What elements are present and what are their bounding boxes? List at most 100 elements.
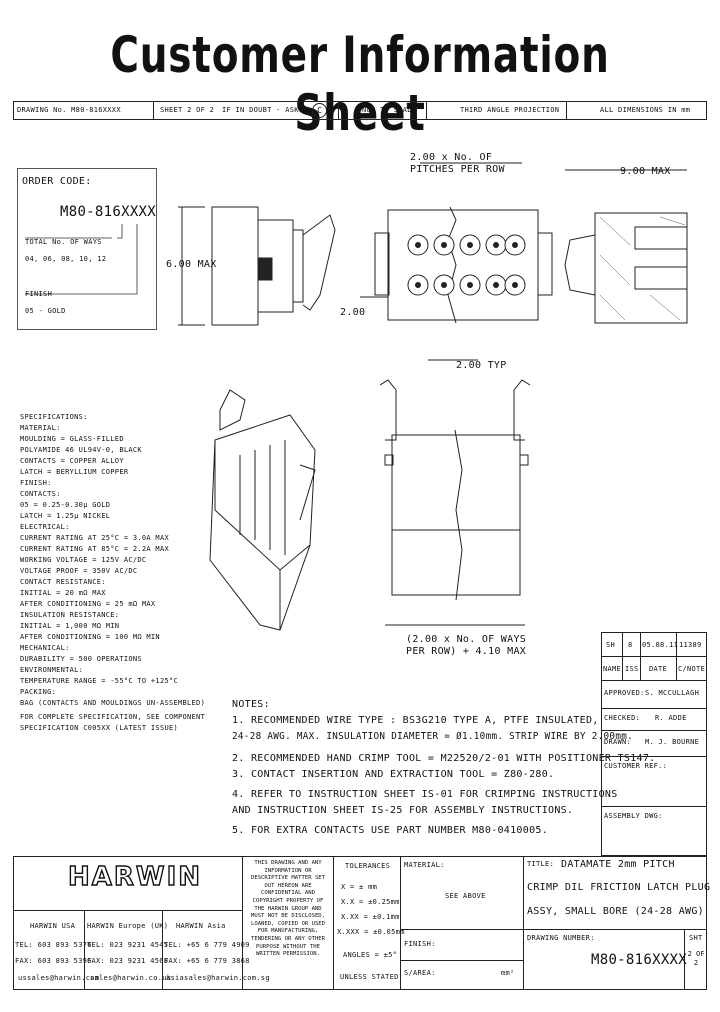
- office-email: ussales@harwin.com: [18, 974, 100, 982]
- footer-title-label: TITLE:: [527, 860, 555, 868]
- office-tel: TEL: 603 893 5376: [15, 941, 92, 949]
- spec-line: INSULATION RESISTANCE:: [20, 611, 120, 619]
- spec-line: ELECTRICAL:: [20, 523, 70, 531]
- sht-label: SHT: [689, 934, 703, 942]
- tolerance-line: X.XXX = ±0.05mm: [337, 928, 405, 936]
- order-code-leaders: [25, 224, 138, 295]
- order-code-value: M80-816XXXX: [60, 204, 157, 220]
- spec-line: 05 = 0.25-0.30μ GOLD: [20, 501, 111, 509]
- order-code-label: ORDER CODE:: [22, 176, 92, 187]
- if-in-doubt: IF IN DOUBT - ASK: [222, 106, 299, 114]
- rev-iss: 8: [628, 641, 633, 649]
- sheet-header: SHEET 2 OF 2: [160, 106, 215, 114]
- rev-date: 05.08.11: [642, 641, 679, 649]
- spec-line: LATCH = 1.25μ NICKEL: [20, 512, 111, 520]
- notes-line: 24-28 AWG. MAX. INSULATION DIAMETER = Ø1…: [232, 731, 634, 742]
- copyright-notice: THIS DRAWING AND ANY INFORMATION OR DESC…: [250, 860, 326, 958]
- office-tel: TEL: 023 9231 4545: [87, 941, 169, 949]
- drawn-label: DRAWN:: [604, 738, 632, 746]
- surface-area-label: S/AREA:: [404, 969, 436, 977]
- spec-line: MECHANICAL:: [20, 644, 70, 652]
- dim-pitches: 2.00 x No. OF PITCHES PER ROW: [410, 152, 505, 175]
- dim-max-6: 6.00 MAX: [166, 259, 217, 270]
- spec-line: AFTER CONDITIONING = 25 mΩ MAX: [20, 600, 156, 608]
- total-ways-label: TOTAL No. OF WAYS: [25, 238, 102, 246]
- notes-line: 4. REFER TO INSTRUCTION SHEET IS-01 FOR …: [232, 789, 618, 800]
- rev-header-date: DATE: [649, 665, 668, 673]
- copyright-symbol: C: [312, 103, 327, 118]
- office-tel: TEL: +65 6 779 4909: [164, 941, 250, 949]
- tolerance-line: X.XX = ±0.1mm: [341, 913, 400, 921]
- footer-title-line: ASSY, SMALL BORE (24-28 AWG): [527, 906, 704, 917]
- rev-cn: 11389: [679, 641, 702, 649]
- rev-header-cnote: C/NOTE: [678, 665, 706, 673]
- projection: THIRD ANGLE PROJECTION: [460, 106, 560, 114]
- rev-header-name: NAME: [603, 665, 622, 673]
- office-fax: FAX: 603 893 5396: [15, 957, 92, 965]
- spec-line: CURRENT RATING AT 25°C = 3.0A MAX: [20, 534, 169, 542]
- office-fax: FAX: +65 6 779 3868: [164, 957, 250, 965]
- checked-name: R. ADDE: [655, 714, 687, 722]
- customer-ref-label: CUSTOMER REF.:: [604, 762, 668, 770]
- spec-line: TEMPERATURE RANGE = -55°C TO +125°C: [20, 677, 179, 685]
- material-value: SEE ABOVE: [445, 892, 486, 900]
- office-name: HARWIN Asia: [176, 922, 226, 930]
- spec-line: POLYAMIDE 46 UL94V-0, BLACK: [20, 446, 142, 454]
- drawn-name: M. J. BOURNE: [645, 738, 700, 746]
- approval-block: [601, 632, 707, 856]
- finish-footer-label: FINISH:: [404, 940, 436, 948]
- drawing-number-label: DRAWING NUMBER:: [527, 934, 595, 942]
- finish-value: 05 - GOLD: [25, 307, 66, 315]
- footer-title-line: CRIMP DIL FRICTION LATCH PLUG: [527, 882, 711, 893]
- spec-line: CONTACTS:: [20, 490, 61, 498]
- dim-max-9: 9.00 MAX: [620, 166, 671, 177]
- approved-label: APPROVED:: [604, 689, 645, 697]
- tolerances-label: TOLERANCES: [345, 862, 391, 870]
- order-code-box: [17, 168, 157, 330]
- page-title: Customer Information Sheet: [110, 26, 610, 142]
- connector-drawings-top: [178, 162, 688, 361]
- notes-line: NOTES:: [232, 699, 270, 710]
- drawing-number: M80-816XXXX: [591, 952, 688, 968]
- footer-title-line: DATAMATE 2mm PITCH: [561, 859, 675, 870]
- office-email: sales@harwin.co.uk: [90, 974, 172, 982]
- total-ways-values: 04, 06, 08, 10, 12: [25, 255, 107, 263]
- spec-line: CONTACTS = COPPER ALLOY: [20, 457, 124, 465]
- connector-drawings-bottom: [209, 379, 531, 631]
- notes-line: AND INSTRUCTION SHEET IS-25 FOR ASSEMBLY…: [232, 805, 574, 816]
- notes-line: 1. RECOMMENDED WIRE TYPE : BS3G210 TYPE …: [232, 715, 599, 726]
- unless-stated: UNLESS STATED: [340, 973, 399, 981]
- spec-line: CURRENT RATING AT 85°C = 2.2A MAX: [20, 545, 169, 553]
- rev-header-iss: ISS.: [625, 665, 644, 673]
- office-name: HARWIN USA: [30, 922, 76, 930]
- spec-line: LATCH = BERYLLIUM COPPER: [20, 468, 129, 476]
- spec-line: ENVIRONMENTAL:: [20, 666, 84, 674]
- harwin-logo: HARWIN: [67, 861, 203, 892]
- checked-label: CHECKED:: [604, 714, 641, 722]
- spec-line: MOULDING = GLASS-FILLED: [20, 435, 124, 443]
- spec-line: INITIAL = 20 mΩ MAX: [20, 589, 106, 597]
- spec-line: CONTACT RESISTANCE:: [20, 578, 106, 586]
- rev-sh: SH: [606, 641, 616, 649]
- header-row: [13, 101, 707, 120]
- spec-line: MATERIAL:: [20, 424, 61, 432]
- drawing-no-header: DRAWING No. M80-816XXXX: [17, 106, 121, 114]
- footer-block: [13, 856, 707, 990]
- dim-pitch-2: 2.00: [340, 307, 366, 318]
- tolerance-line: X = ± mm: [341, 883, 378, 891]
- approved-name: S. MCCULLAGH: [645, 689, 700, 697]
- office-email: asiasales@harwin.com.sg: [166, 974, 270, 982]
- spec-line: SPECIFICATION C005XX (LATEST ISSUE): [20, 724, 179, 732]
- dim-typ: 2.00 TYP: [456, 360, 507, 371]
- spec-line: FOR COMPLETE SPECIFICATION, SEE COMPONEN…: [20, 713, 206, 721]
- spec-line: SPECIFICATIONS:: [20, 413, 88, 421]
- dim-bottom: (2.00 x No. OF WAYS PER ROW) + 4.10 MAX: [406, 634, 527, 657]
- spec-line: FINISH:: [20, 479, 52, 487]
- spec-line: DURABILITY = 500 OPERATIONS: [20, 655, 142, 663]
- spec-line: INITIAL = 1,000 MΩ MIN: [20, 622, 120, 630]
- sht-value: 2 OF 2: [687, 950, 705, 967]
- office-fax: FAX: 023 9231 4568: [87, 957, 169, 965]
- notes-line: 5. FOR EXTRA CONTACTS USE PART NUMBER M8…: [232, 825, 549, 836]
- surface-area-unit: mm²: [501, 969, 515, 977]
- assembly-label: ASSEMBLY DWG:: [604, 812, 663, 820]
